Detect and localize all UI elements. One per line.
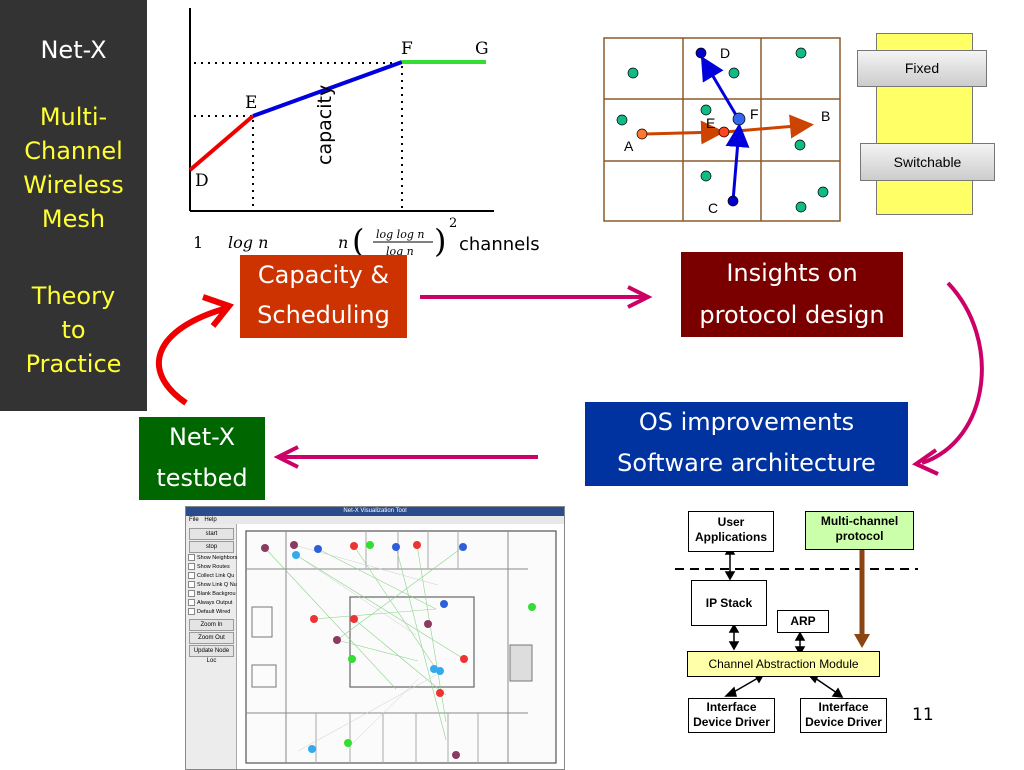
tool-side-panel: start stop Show Neighbors Show Routes Co… [186,524,237,769]
node-green [627,67,639,79]
grid-label-c: C [708,200,718,216]
grid-label-f: F [750,106,759,122]
arrow-a-to-e [644,120,725,145]
insights-box-line-2: protocol design [699,301,885,329]
node-green [794,139,806,151]
node-f [732,112,746,126]
arrow-f-to-d [700,55,738,116]
sidebar-title: Net-X [40,36,107,64]
mesh-grid-diagram: D F E B A C [603,37,841,222]
tool-checkbox[interactable]: Show Routes [188,563,230,571]
x-tick-formula-n: n [338,233,348,252]
sidebar-theory-1: Theory [31,282,116,310]
node-green [795,201,807,213]
arrow-capacity-to-insights-head [627,285,653,309]
capacity-scheduling-box: Capacity & Scheduling [240,255,407,338]
sidebar-subtitle-2: Channel [24,137,123,165]
sidebar-subtitle-3: Wireless [23,171,124,199]
x-tick-formula-denominator: log n [386,245,414,258]
multichannel-protocol-box: Multi-channel protocol [805,511,914,550]
arrow-os-to-testbed-head [273,445,299,469]
x-tick-formula-rparen: ) [434,222,446,260]
label-g: G [475,39,489,59]
switchable-interface: Switchable [860,143,995,181]
x-tick-formula-numerator: log log n [376,228,424,241]
visualization-tool-window: Net-X Visualization Tool File Help start… [185,506,565,770]
channel-abstraction-module: Channel Abstraction Module [687,651,880,677]
page-number: 11 [912,705,934,725]
os-box-line-1: OS improvements [638,408,855,436]
capacity-graph: D E F G capacity 1 log n n ( log log n l… [188,8,540,260]
tool-stop-button[interactable]: stop [189,541,234,553]
interface-driver-left: Interface Device Driver [688,698,775,733]
tool-zoom-out-button[interactable]: Zoom Out [189,632,234,644]
arp-box: ARP [777,610,829,633]
multichannel-to-cam-arrow-head [854,634,870,648]
label-e: E [245,93,257,113]
testbed-box-line-1: Net-X [168,423,236,451]
x-tick-formula-lparen: ( [352,222,364,260]
x-tick-logn: log n [228,233,268,252]
sidebar-subtitle-4: Mesh [41,205,106,233]
arrow-testbed-to-capacity-head [202,294,234,328]
sidebar-theory-3: Practice [25,350,122,378]
y-axis-label: capacity [314,85,336,165]
node-green [700,170,712,182]
arrow-insights-to-os [921,281,984,465]
tool-checkbox[interactable]: Collect Link Qu [188,572,234,580]
node-green [795,47,807,59]
sidebar-theory-2: to [61,316,86,344]
node-e [718,126,730,138]
fixed-interface: Fixed [857,50,987,87]
label-d: D [195,171,209,191]
sidebar-subtitle-1: Multi- [39,103,108,131]
tool-menubar: File Help [186,516,564,524]
tool-start-button[interactable]: start [189,528,234,540]
node-c [727,195,739,207]
capacity-box-line-2: Scheduling [257,301,390,329]
arrow-c-to-f [725,123,750,202]
node-d [695,47,707,59]
node-green [817,186,829,198]
os-improvements-box: OS improvements Software architecture [585,402,908,486]
grid-label-b: B [821,108,830,124]
node-green [728,67,740,79]
capacity-box-line-1: Capacity & [257,261,390,289]
tool-checkbox[interactable]: Always Output [188,599,232,607]
sidebar: Net-X Multi- Channel Wireless Mesh Theor… [0,0,147,411]
x-tick-1: 1 [193,233,203,252]
tool-menu-help[interactable]: Help [204,517,217,523]
tool-titlebar: Net-X Visualization Tool [186,507,564,516]
segment-d-e [188,114,255,172]
node-green [616,114,628,126]
x-axis-label: channels [459,234,540,255]
user-applications-box: User Applications [688,511,774,552]
x-tick-formula-exponent: 2 [449,216,457,231]
insights-box-line-1: Insights on [726,259,858,287]
grid-label-d: D [720,45,730,61]
arrow-insights-to-os-head [911,448,939,476]
label-f: F [401,39,413,59]
insights-box: Insights on protocol design [681,252,903,337]
tool-menu-file[interactable]: File [189,517,199,523]
node-a [636,128,648,140]
tool-checkbox[interactable]: Show Neighbors [188,554,237,562]
segment-e-f [252,60,403,118]
tool-update-button[interactable]: Update Node Loc [189,645,234,664]
ip-stack-box: IP Stack [691,580,767,626]
testbed-box-line-2: testbed [156,464,248,492]
os-box-line-2: Software architecture [617,449,876,477]
node-green [700,104,712,116]
grid-label-e: E [706,115,715,131]
tool-floor-map [245,530,557,764]
testbed-box: Net-X testbed [139,417,265,500]
interface-driver-right: Interface Device Driver [800,698,887,733]
tool-checkbox[interactable]: Default Wired [188,608,230,616]
tool-checkbox[interactable]: Blank Backgrou [188,590,236,598]
grid-label-a: A [624,138,634,154]
tool-checkbox[interactable]: Show Link Q Nu [188,581,237,589]
arrow-testbed-to-capacity [155,305,228,406]
tool-zoom-in-button[interactable]: Zoom In [189,619,234,631]
